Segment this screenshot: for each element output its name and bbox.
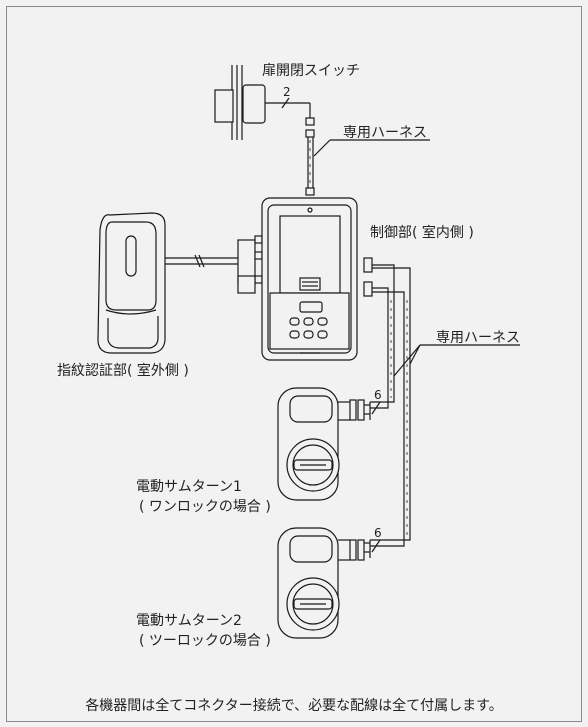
top-harness-label: 専用ハーネス	[343, 125, 427, 141]
thumb-turn-2-icon	[277, 527, 381, 639]
right-harnesses	[370, 264, 520, 547]
right-harness-label: 専用ハーネス	[436, 330, 520, 346]
thumb2-label: 電動サムターン2	[136, 613, 242, 629]
thumb1-label: 電動サムターン1	[136, 479, 242, 495]
thumb-turn-1-icon	[277, 387, 381, 501]
thumb1-sublabel: ( ワンロックの場合 )	[139, 499, 271, 515]
fingerprint-unit-icon	[97, 212, 263, 354]
fingerprint-label: 指紋認証部( 室外側 )	[57, 363, 189, 379]
door-switch-label: 扉開閉スイッチ	[262, 63, 360, 79]
controller-unit-icon	[261, 197, 373, 361]
top-harness	[305, 117, 430, 196]
switch-wire-count: 2	[283, 85, 291, 99]
thumb2-wire-count: 6	[374, 526, 382, 540]
thumb1-wire-count: 6	[374, 388, 382, 402]
thumb2-sublabel: ( ツーロックの場合 )	[139, 633, 271, 649]
footer-caption: 各機器間は全てコネクター接続で、必要な配線は全て付属します。	[85, 698, 503, 714]
controller-label: 制御部( 室内側 )	[370, 225, 474, 241]
door-switch-icon	[214, 65, 311, 140]
